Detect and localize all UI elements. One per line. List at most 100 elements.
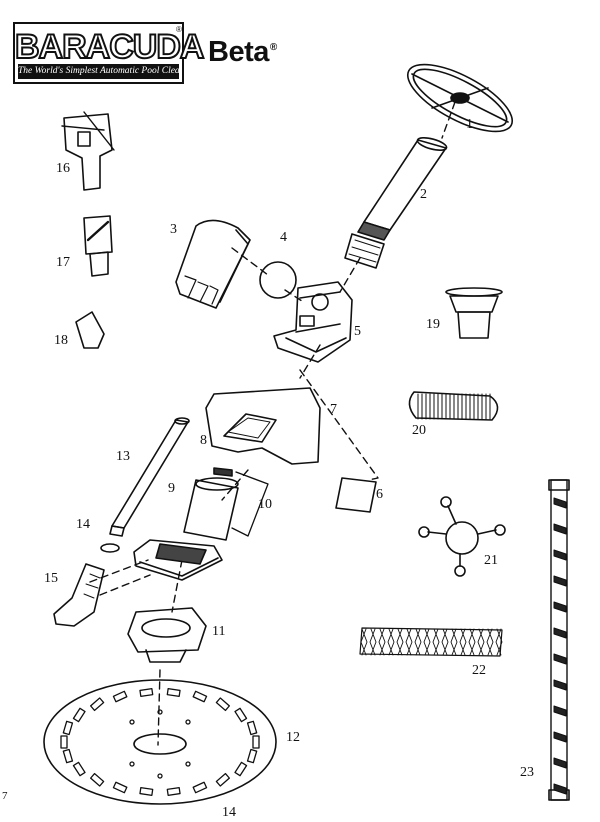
mesh-strand: [424, 628, 431, 656]
mesh-strand: [414, 628, 421, 656]
part-number-label: 18: [54, 333, 68, 348]
disc-hole: [129, 719, 135, 725]
part-number-label: 7: [330, 402, 337, 417]
part-13-pipe: [109, 417, 190, 537]
brand-logo: BARACUDA The World's Simplest Automatic …: [13, 22, 205, 84]
part-number-label: 17: [56, 255, 70, 270]
disc-slot: [89, 697, 105, 712]
mesh-strand: [441, 628, 448, 656]
mesh-strand: [487, 628, 494, 656]
disc-slot: [139, 787, 154, 796]
part-11-collar: [127, 607, 207, 663]
part-14-washer: [100, 543, 120, 553]
mesh-strand: [360, 628, 367, 656]
disc-slot: [60, 735, 68, 749]
part-number-label: 11: [212, 624, 226, 639]
part-21-swivel: [418, 496, 506, 577]
mesh-strand: [478, 628, 485, 656]
mesh-strand: [379, 628, 386, 656]
part-number-label: 21: [484, 553, 498, 568]
mesh-strand: [451, 628, 458, 656]
hose-float: [553, 705, 567, 717]
disc-slot: [192, 690, 208, 703]
mesh-strand: [387, 628, 394, 656]
mesh-strand: [468, 628, 475, 656]
part-8-deflector: [205, 387, 321, 465]
mesh-strand: [469, 628, 476, 656]
page-marker: 7: [2, 790, 8, 802]
brand-reg-mark: ®: [176, 25, 182, 34]
part-number-label: 4: [280, 230, 287, 245]
mesh-strand: [432, 628, 439, 656]
mesh-strand: [486, 628, 493, 656]
part-number-label: 10: [258, 497, 272, 512]
part-20-hose-section: [408, 391, 499, 421]
mesh-strand: [397, 628, 404, 656]
disc-slot: [215, 697, 231, 712]
model-name-text: Beta: [208, 36, 269, 68]
hose-float: [553, 549, 567, 561]
part-number-label: 2: [420, 187, 427, 202]
disc-slot: [112, 781, 128, 794]
part-15-foot: [53, 563, 105, 627]
mesh-strand: [406, 628, 413, 656]
part-number-label: 14: [76, 517, 90, 532]
part-22-mesh: [359, 627, 503, 657]
part-number-label: 5: [354, 324, 361, 339]
part-number-label: 1: [466, 117, 473, 132]
part-17-connector: [83, 215, 113, 277]
part-19-cone: [445, 287, 503, 339]
disc-slot: [166, 787, 181, 796]
brand-name: BARACUDA: [14, 27, 205, 67]
part-3-top-cover: [175, 219, 251, 309]
part-number-label: 22: [472, 663, 486, 678]
part-number-label: 13: [116, 449, 130, 464]
disc-hole: [129, 761, 135, 767]
hose-float: [553, 523, 567, 535]
disc-slot: [215, 772, 231, 787]
part-16-hose-weight: [61, 111, 115, 191]
disc-slot: [89, 772, 105, 787]
part-number-label: 6: [376, 487, 383, 502]
brand-tagline: The World's Simplest Automatic Pool Clea…: [18, 64, 179, 79]
part-number-label: 12: [286, 730, 300, 745]
part-2-tube: [344, 137, 448, 269]
mesh-strand: [369, 628, 376, 656]
model-name: Beta®: [208, 36, 277, 69]
mesh-strand: [433, 628, 440, 656]
mesh-strand: [495, 628, 502, 656]
disc-slot: [62, 720, 74, 736]
hose-float: [553, 731, 567, 743]
part-9-body: [133, 539, 223, 581]
disc-slot: [62, 748, 74, 764]
mesh-strand: [361, 628, 368, 656]
part-number-label: 9: [168, 481, 175, 496]
mesh-strand: [423, 628, 430, 656]
part-12-disc: [43, 679, 277, 805]
hose-float: [553, 627, 567, 639]
mesh-strand: [442, 628, 449, 656]
mesh-strand: [460, 628, 467, 656]
hose-float: [553, 783, 567, 795]
disc-hole: [157, 709, 163, 715]
disc-slot: [72, 707, 86, 723]
disc-slot: [246, 720, 258, 736]
mesh-strand: [405, 628, 412, 656]
part-23-hose: [548, 479, 570, 801]
part-4-ball: [259, 261, 297, 299]
disc-slot: [72, 761, 86, 777]
mesh-strand: [396, 628, 403, 656]
hose-float: [553, 575, 567, 587]
mesh-strand: [459, 628, 466, 656]
mesh-strand: [370, 628, 377, 656]
mesh-strand: [477, 628, 484, 656]
mesh-strand: [378, 628, 385, 656]
disc-hole: [157, 773, 163, 779]
part-number-label: 23: [520, 765, 534, 780]
hose-float: [553, 601, 567, 613]
disc-slot: [192, 781, 208, 794]
part-number-label: 14: [222, 805, 236, 820]
part-number-label: 15: [44, 571, 58, 586]
hose-float: [553, 757, 567, 769]
part-1-wheel: [406, 63, 514, 133]
